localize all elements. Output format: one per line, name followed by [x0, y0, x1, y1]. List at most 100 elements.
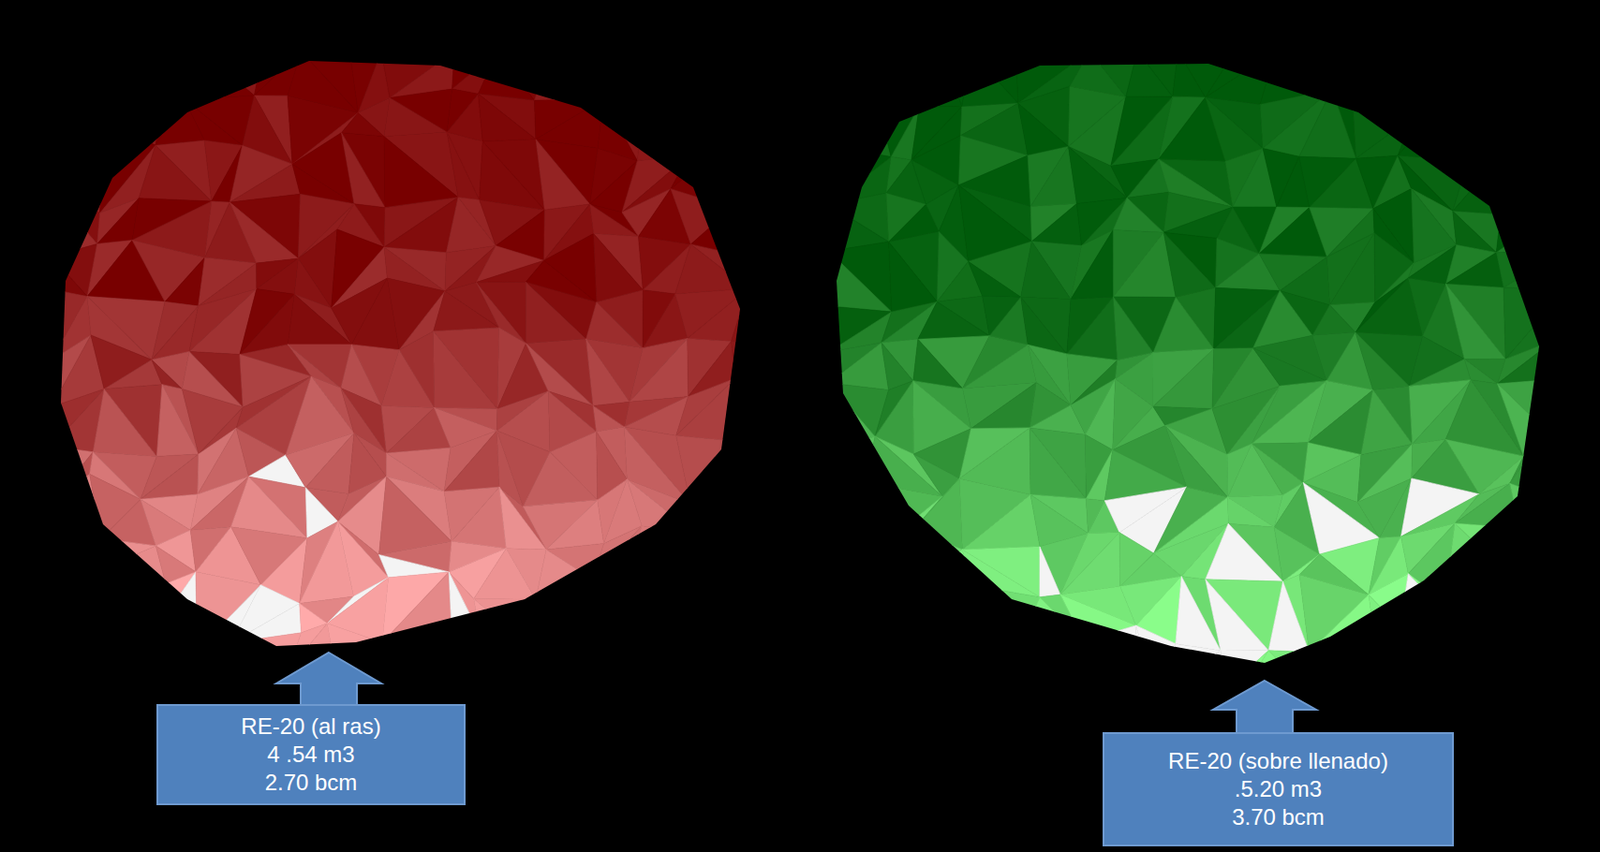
- callout-text: 3.70 bcm: [1231, 803, 1325, 832]
- mesh-facet: [1566, 628, 1600, 691]
- mesh-facet: [231, 642, 289, 700]
- mesh-facet: [695, 51, 745, 94]
- mesh-facet: [774, 573, 831, 623]
- mesh-facet: [384, 197, 459, 253]
- mesh-facet: [161, 622, 213, 696]
- mesh-facet: [603, 51, 645, 100]
- mesh-facet: [675, 244, 749, 295]
- mesh-facet: [829, 98, 891, 157]
- mesh-facet: [962, 494, 1040, 550]
- mesh-facet: [546, 500, 605, 550]
- mesh-facet: [731, 288, 786, 341]
- mesh-facet: [796, 488, 831, 538]
- mesh-facet: [829, 51, 877, 99]
- mesh-facet: [196, 642, 241, 700]
- mesh-facet: [775, 148, 831, 210]
- mesh-facet: [1426, 632, 1475, 690]
- mesh-facet: [785, 290, 831, 359]
- mesh-facet: [739, 538, 775, 579]
- mesh-facet: [864, 592, 911, 621]
- mesh-facet: [1220, 651, 1269, 688]
- mesh-facet: [863, 51, 944, 106]
- mesh-facet: [719, 620, 797, 684]
- mesh-facet: [792, 622, 831, 685]
- mesh-facet: [51, 452, 93, 504]
- mesh-facet: [1163, 232, 1215, 297]
- mesh-facet: [1165, 425, 1229, 497]
- mesh-facet: [1562, 88, 1600, 163]
- mesh-facet: [440, 635, 491, 690]
- mesh-facet: [1154, 651, 1229, 691]
- mesh-facet: [1507, 86, 1549, 149]
- mesh-facet: [592, 526, 643, 580]
- mesh-facet: [829, 51, 877, 99]
- mesh-facet: [305, 433, 355, 495]
- mesh-facet: [1083, 625, 1137, 681]
- mesh-facet: [768, 290, 831, 338]
- mesh-facet: [1542, 548, 1600, 585]
- mesh-facet: [732, 378, 797, 442]
- mesh-facet: [863, 51, 920, 106]
- mesh-facet: [926, 585, 971, 633]
- mesh-facet: [910, 585, 971, 633]
- mesh-facet: [1549, 51, 1600, 116]
- mesh-facet: [719, 573, 797, 623]
- mesh-facet: [1425, 688, 1475, 734]
- mesh-facet: [184, 95, 255, 146]
- mesh-facet: [798, 445, 831, 497]
- mesh-facet: [1377, 672, 1427, 734]
- mesh-facet: [829, 477, 866, 545]
- mesh-facet: [783, 51, 831, 113]
- mesh-facet: [1322, 51, 1359, 90]
- mesh-facet: [51, 190, 101, 244]
- mesh-facet: [1497, 51, 1561, 116]
- mesh-facet: [962, 382, 1038, 429]
- callout-text: 2.70 bcm: [265, 769, 358, 798]
- mesh-facet: [829, 383, 875, 450]
- mesh-facet: [51, 575, 88, 629]
- mesh-facet: [87, 622, 162, 675]
- mesh-facet: [1566, 582, 1600, 629]
- mesh-facet: [1309, 594, 1377, 652]
- mesh-facet: [690, 441, 733, 505]
- mesh-facet: [1568, 686, 1600, 734]
- mesh-facet: [1497, 51, 1550, 116]
- mesh-facet: [775, 188, 831, 238]
- mesh-facet: [522, 452, 597, 507]
- mesh-facet: [1457, 51, 1523, 88]
- mesh-facet: [89, 51, 162, 113]
- mesh-facet: [717, 148, 782, 210]
- mesh-facet: [681, 620, 727, 684]
- mesh-facet: [51, 446, 93, 504]
- mesh-facet: [829, 598, 891, 621]
- mesh-facet: [1507, 115, 1563, 161]
- mesh-facet: [1153, 349, 1215, 410]
- mesh-facet: [1425, 672, 1475, 734]
- mesh-facet: [1555, 282, 1600, 350]
- mesh-facet: [785, 337, 831, 401]
- mesh-facet: [864, 530, 914, 600]
- mesh-facet: [105, 51, 163, 113]
- mesh-facet: [51, 624, 88, 700]
- mesh-facet: [910, 530, 963, 600]
- mesh-facet: [1029, 428, 1086, 500]
- mesh-facet: [534, 51, 605, 101]
- mesh-facet: [910, 549, 971, 600]
- mesh-facet: [796, 622, 831, 682]
- mesh-facet: [1154, 643, 1221, 691]
- mesh-facet: [1555, 340, 1600, 404]
- mesh-facet: [433, 327, 500, 410]
- mesh-facet: [872, 632, 932, 701]
- mesh-facet: [629, 338, 689, 402]
- mesh-facet: [926, 623, 971, 673]
- mesh-facet: [529, 578, 593, 646]
- mesh-facet: [1021, 241, 1071, 300]
- mesh-facet: [1496, 250, 1565, 289]
- mesh-facet: [151, 359, 182, 389]
- mesh-facet: [623, 573, 688, 633]
- mesh-facet: [768, 242, 831, 310]
- mesh-facet: [829, 436, 875, 483]
- mesh-facet: [446, 132, 483, 201]
- mesh-facet: [1494, 628, 1567, 693]
- mesh-facet: [440, 635, 481, 690]
